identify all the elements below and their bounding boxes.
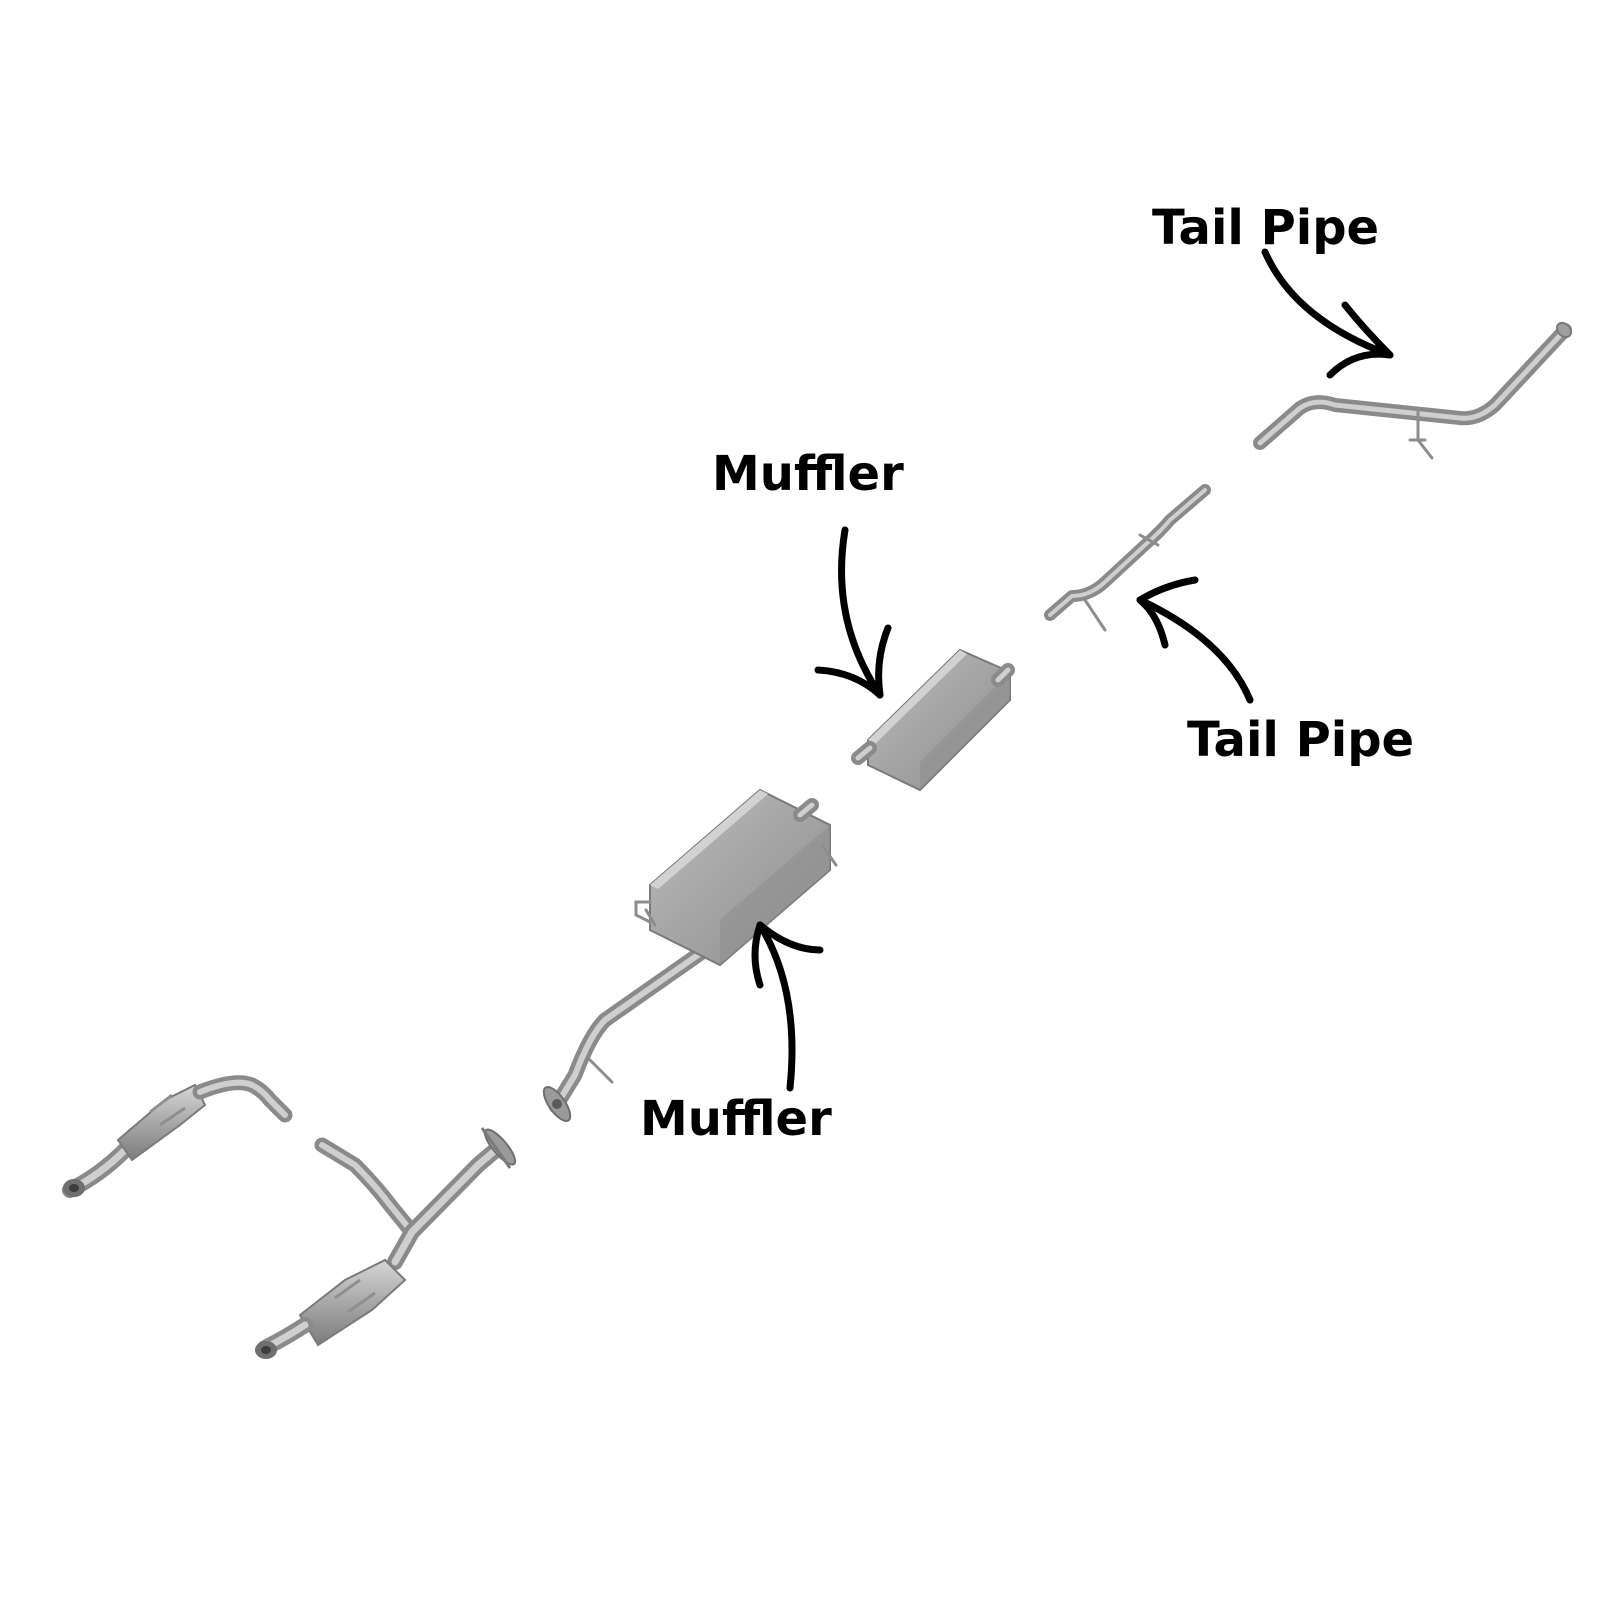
arrow-muffler-top bbox=[814, 526, 892, 699]
label-tail-pipe-right: Tail Pipe bbox=[1187, 712, 1414, 768]
top-tail-pipe bbox=[1253, 321, 1573, 460]
middle-tail-pipe bbox=[1044, 484, 1211, 632]
y-pipe-catalytic-converter bbox=[255, 1127, 517, 1359]
arrow-tail-pipe-right bbox=[1136, 576, 1254, 704]
label-tail-pipe-top: Tail Pipe bbox=[1152, 200, 1379, 256]
label-muffler-bottom: Muffler bbox=[640, 1091, 832, 1147]
arrow-muffler-bottom bbox=[751, 921, 824, 1092]
arrow-tail-pipe-top bbox=[1261, 248, 1394, 379]
label-muffler-top: Muffler bbox=[712, 446, 904, 502]
rear-muffler-assembly bbox=[851, 648, 1015, 792]
front-muffler-assembly bbox=[542, 788, 838, 1123]
left-catalytic-converter bbox=[62, 1075, 293, 1198]
